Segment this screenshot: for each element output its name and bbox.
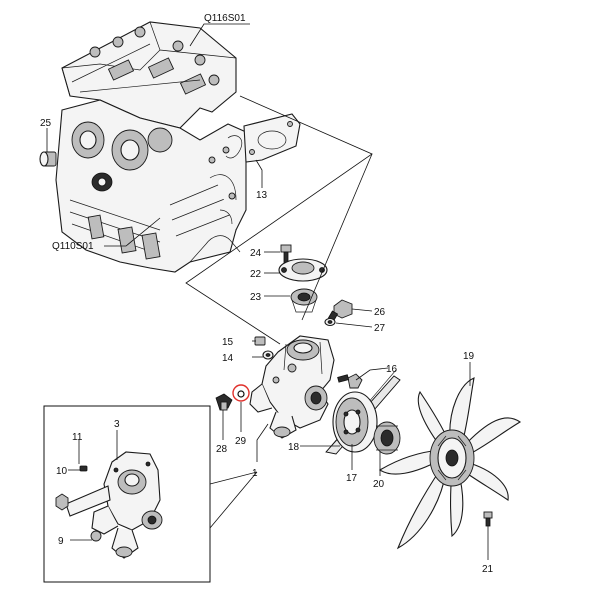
callout-14: 14: [222, 353, 234, 364]
callout-25: 25: [40, 118, 52, 129]
engine-block: [55, 21, 247, 273]
sensor-28: [215, 393, 233, 411]
callout-23: 23: [250, 292, 262, 303]
callout-16: 16: [386, 364, 398, 375]
callout-27: 27: [374, 323, 386, 334]
callout-24: 24: [250, 248, 262, 259]
gasket-13: [225, 113, 301, 163]
callout-11: 11: [72, 432, 83, 443]
oil-cap-25: [39, 151, 57, 167]
inset-frame: [43, 405, 211, 583]
callout-9: 9: [58, 536, 64, 547]
callout-28: 28: [216, 444, 228, 455]
o-ring-29: [237, 390, 245, 398]
bolt-15: [254, 336, 266, 346]
callout-29: 29: [235, 436, 247, 447]
inset-pump-detail: [65, 451, 163, 559]
assembly-code-block: Q110S01: [52, 241, 94, 252]
callout-10: 10: [56, 466, 68, 477]
pulley-17: [332, 391, 378, 453]
callout-3: 3: [114, 419, 120, 430]
callout-15: 15: [222, 337, 234, 348]
thermostat-23: [290, 288, 318, 313]
washer-14: [262, 350, 274, 360]
inset-nut-11: [55, 493, 69, 511]
bolt-16: [337, 373, 363, 389]
leader-lines: [46, 23, 489, 560]
callout-13: 13: [256, 190, 268, 201]
spacer-20: [373, 421, 401, 455]
bolt-21: [483, 511, 493, 527]
callout-26: 26: [374, 307, 386, 318]
o-ring-29-highlight: [232, 384, 250, 402]
callout-labels: Q116S01 Q110S01 1 3 9 10 11 13 14 15 16 …: [40, 13, 494, 575]
washer-27: [324, 317, 336, 327]
callout-18: 18: [288, 442, 300, 453]
thermostat-cover-22: [278, 258, 328, 282]
water-pump-housing: [249, 335, 335, 439]
callout-17: 17: [346, 473, 358, 484]
callout-20: 20: [373, 479, 385, 490]
fan-19: [378, 377, 522, 550]
inset-plug-10: [79, 465, 88, 472]
callout-1: 1: [252, 468, 258, 479]
plug-26: [327, 299, 353, 322]
callout-22: 22: [250, 269, 262, 280]
callout-21: 21: [482, 564, 494, 575]
callout-19: 19: [463, 351, 475, 362]
assembly-code-cylinder-head: Q116S01: [204, 13, 246, 24]
